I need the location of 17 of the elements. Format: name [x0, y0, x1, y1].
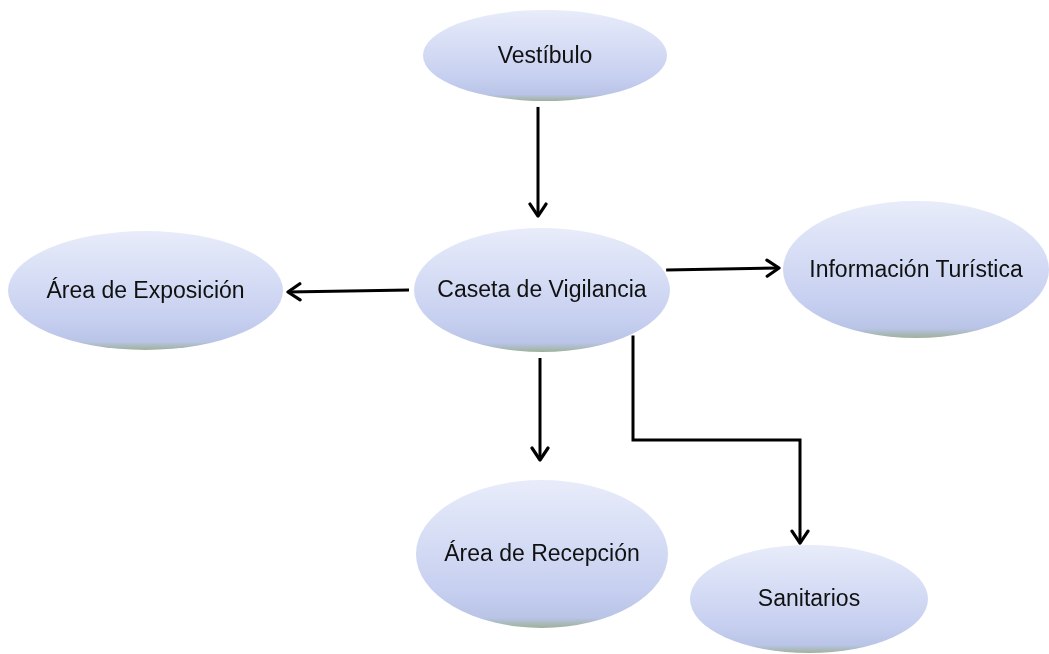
oval-node	[690, 545, 928, 653]
node-label: Información Turística	[808, 254, 1024, 284]
arrow	[528, 106, 548, 218]
oval-node	[8, 231, 283, 350]
oval-node	[783, 201, 1049, 338]
oval-node	[414, 228, 670, 352]
node-label: Caseta de Vigilancia	[436, 275, 648, 305]
arrow	[286, 282, 410, 302]
oval-node	[423, 10, 667, 101]
node-label: Área de Exposición	[45, 275, 246, 305]
arrow	[666, 258, 781, 278]
node-label: Área de Recepción	[443, 539, 641, 569]
node-label: Vestíbulo	[496, 40, 594, 70]
oval-node	[416, 480, 668, 628]
node-label: Sanitarios	[756, 584, 862, 614]
arrow	[631, 335, 810, 545]
arrow	[530, 358, 550, 462]
